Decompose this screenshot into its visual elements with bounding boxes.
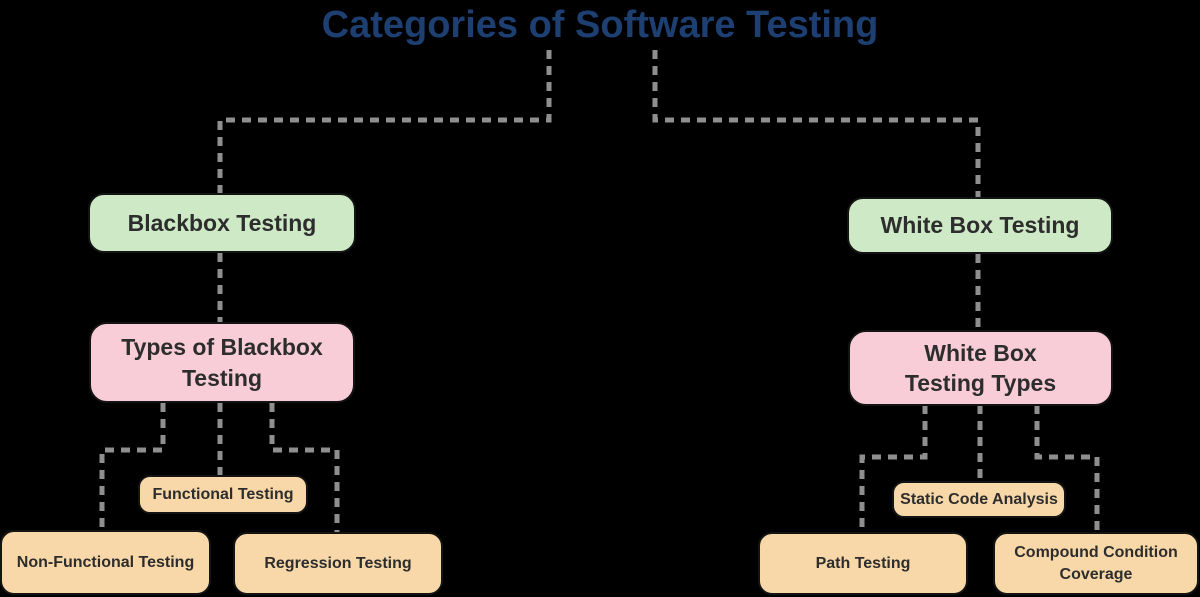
node-label: Functional Testing	[152, 485, 294, 503]
node-types-of-blackbox-testing: Types of Blackbox Testing	[89, 322, 355, 403]
node-regression-testing: Regression Testing	[233, 532, 443, 595]
node-static-code-analysis: Static Code Analysis	[892, 481, 1066, 518]
node-label: Non-Functional Testing	[16, 553, 195, 571]
node-label: Regression Testing	[264, 554, 412, 572]
node-label: Blackbox Testing	[127, 209, 317, 236]
node-label: Path Testing	[815, 554, 911, 572]
node-non-functional-testing: Non-Functional Testing	[0, 530, 211, 595]
connector-wbtypes-to-compound	[1034, 405, 1100, 532]
node-path-testing: Path Testing	[758, 532, 968, 595]
node-functional-testing: Functional Testing	[138, 475, 308, 514]
connector-types-to-nonfunctional	[99, 403, 166, 530]
connector-title-to-blackbox	[217, 50, 552, 193]
node-label: White Box Testing Types	[904, 339, 1057, 396]
node-label: White Box Testing	[880, 212, 1080, 239]
node-label: Compound Condition Coverage	[1014, 544, 1178, 583]
node-white-box-testing: White Box Testing	[847, 197, 1113, 254]
connector-wbtypes-to-path	[859, 405, 928, 532]
connector-title-to-whitebox	[652, 50, 981, 197]
node-blackbox-testing: Blackbox Testing	[88, 193, 356, 253]
diagram-title: Categories of Software Testing	[321, 4, 879, 46]
node-compound-condition-coverage: Compound Condition Coverage	[993, 532, 1199, 595]
node-white-box-testing-types: White Box Testing Types	[848, 330, 1113, 406]
connector-types-to-regression	[269, 403, 340, 532]
node-label: Static Code Analysis	[900, 490, 1058, 508]
node-label: Types of Blackbox Testing	[121, 334, 323, 391]
